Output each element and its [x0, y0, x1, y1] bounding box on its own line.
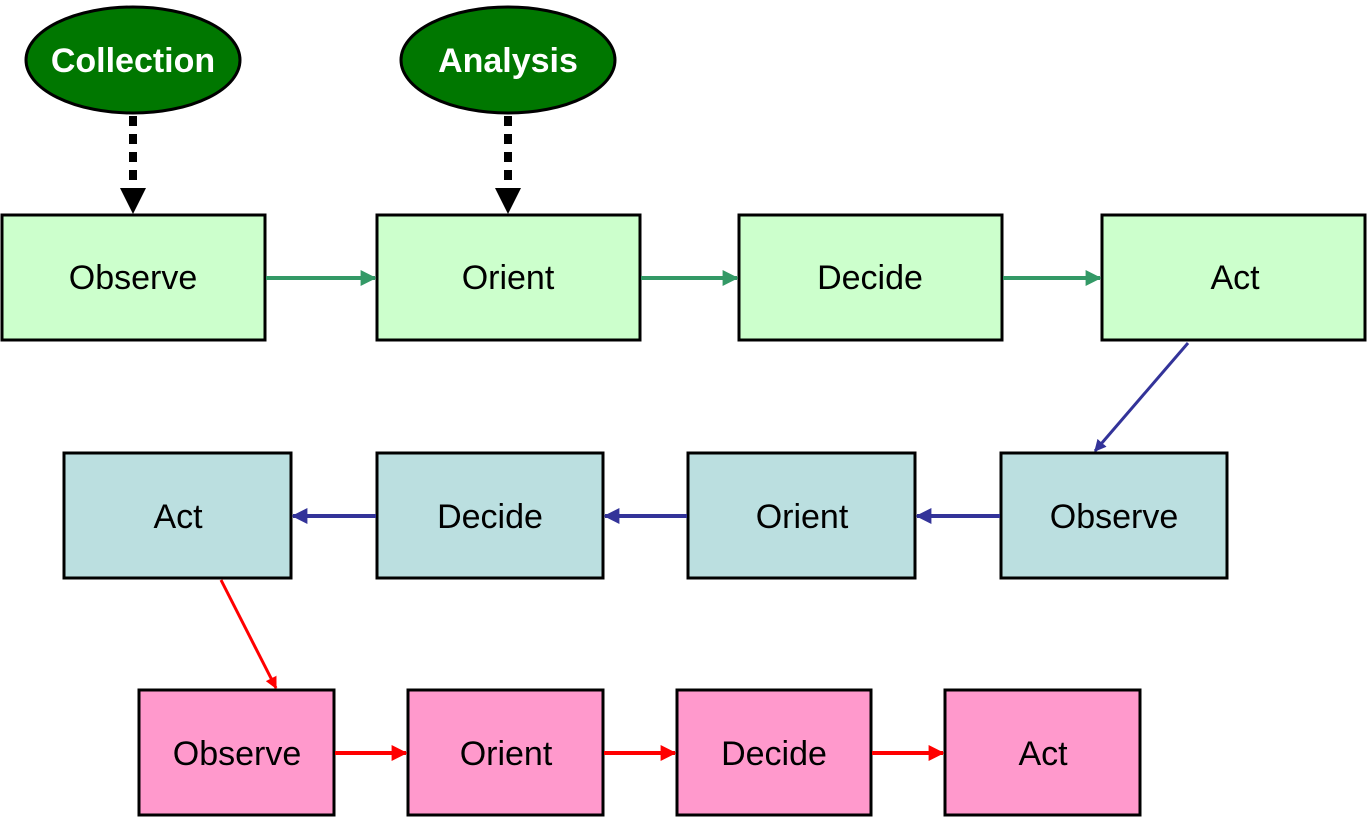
loop-3: Observe Orient Decide Act: [137, 688, 1142, 817]
loop-3-orient-label: Orient: [460, 735, 553, 773]
arrow-loop2-act-to-loop3-observe: [219, 579, 278, 690]
loop-1: Observe Orient Decide Act: [0, 213, 1367, 342]
loop-2-observe-label: Observe: [1050, 498, 1179, 536]
dotted-arrow-collection-to-observe: [120, 116, 146, 214]
loop-2-decide-box: [375, 451, 605, 580]
loop-2-orient-label: Orient: [756, 498, 849, 536]
loop-2: Act Decide Orient Observe: [62, 451, 1229, 580]
loop-1-decide-box: [737, 213, 1004, 342]
loop-1-act-box: [1100, 213, 1367, 342]
loop-2-act-label: Act: [153, 498, 203, 536]
input-collection-oval: [24, 5, 242, 115]
input-collection-label: Collection: [51, 42, 215, 80]
loop-1-decide-label: Decide: [817, 259, 923, 297]
loop-3-observe-box: [137, 688, 336, 817]
input-analysis-label: Analysis: [438, 42, 578, 80]
input-analysis: Analysis: [399, 5, 617, 115]
loop-2-orient-box: [686, 451, 917, 580]
loop-1-orient-label: Orient: [462, 259, 555, 297]
loop-3-observe-label: Observe: [173, 735, 302, 773]
loop-1-act-label: Act: [1210, 259, 1260, 297]
loop-3-decide-box: [675, 688, 873, 817]
dotted-arrow-analysis-to-orient: [495, 116, 521, 214]
loop-2-observe-box: [999, 451, 1229, 580]
loop-1-orient-box: [375, 213, 642, 342]
loop-3-orient-box: [406, 688, 605, 817]
loop-1-observe-label: Observe: [69, 259, 198, 297]
arrow-loop1-act-to-loop2-observe: [1093, 342, 1190, 452]
loop-1-observe-box: [0, 213, 267, 342]
input-analysis-oval: [399, 5, 617, 115]
loop-2-decide-label: Decide: [437, 498, 543, 536]
loop-3-act-label: Act: [1018, 735, 1068, 773]
loop-2-act-box: [62, 451, 293, 580]
input-collection: Collection: [24, 5, 242, 115]
loop-3-act-box: [943, 688, 1142, 817]
loop-3-decide-label: Decide: [721, 735, 827, 773]
